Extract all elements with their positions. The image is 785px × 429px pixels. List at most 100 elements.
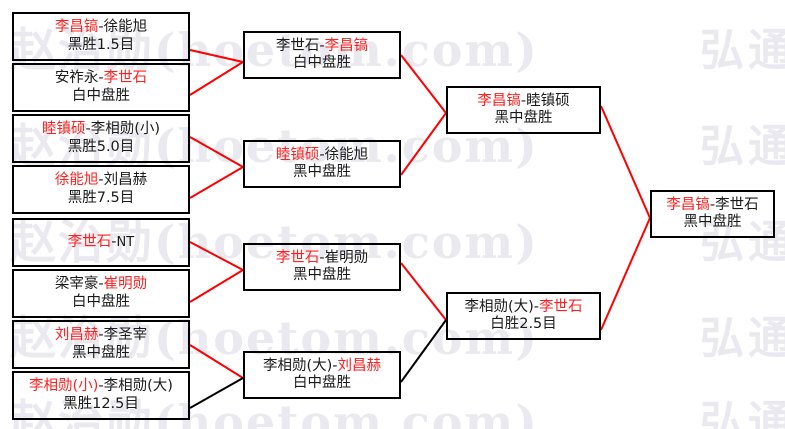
- connector-r3m2-to-r4m1: [600, 217, 651, 331]
- match-players-r1m2: 安祚永-李世石: [55, 70, 147, 87]
- match-box-r1m3[interactable]: 睦镇硕-李相勋(小)黑胜5.0目: [12, 114, 190, 163]
- player-right-r4m1: 李世石: [715, 196, 759, 213]
- player-left-r1m8: 李相勋(小): [29, 378, 99, 395]
- player-right-r1m5: NT: [116, 234, 135, 250]
- player-separator: -: [85, 121, 91, 138]
- player-right-r2m4: 刘昌赫: [337, 357, 382, 374]
- player-right-r1m3: 李相勋(小): [90, 121, 161, 138]
- match-players-r3m1: 李昌镐-睦镇硕: [477, 93, 569, 110]
- match-box-r1m7[interactable]: 刘昌赫-李圣宰黑中盘胜: [12, 320, 190, 369]
- match-box-r3m2[interactable]: 李相勋(大)-李世石白胜2.5目: [446, 292, 601, 340]
- player-right-r1m4: 刘昌赫: [103, 172, 148, 189]
- player-separator: -: [98, 378, 104, 395]
- match-players-r4m1: 李昌镐-李世石: [666, 197, 758, 214]
- player-separator: -: [319, 249, 325, 266]
- match-box-r1m8[interactable]: 李相勋(小)-李相勋(大)黑胜12.5目: [12, 371, 190, 420]
- match-box-r2m4[interactable]: 李相勋(大)-刘昌赫白中盘胜: [243, 351, 401, 399]
- player-right-r2m1: 李昌镐: [324, 37, 369, 54]
- match-players-r1m6: 梁宰豪-崔明勋: [55, 276, 147, 293]
- connector-r1m7-to-r2m4: [189, 344, 244, 379]
- match-result-r3m1: 黑中盘胜: [494, 110, 553, 126]
- player-left-r1m2: 安祚永: [54, 70, 99, 87]
- player-separator: -: [319, 146, 325, 163]
- connector-r3m1-to-r4m1: [600, 105, 651, 219]
- match-box-r2m2[interactable]: 睦镇硕-徐能旭黑中盘胜: [243, 140, 401, 188]
- match-result-r1m7: 黑中盘胜: [72, 344, 130, 361]
- player-separator: -: [98, 70, 104, 87]
- match-players-r2m2: 睦镇硕-徐能旭: [276, 147, 368, 164]
- player-left-r2m4: 李相勋(大): [262, 357, 333, 374]
- player-separator: -: [98, 172, 104, 189]
- player-right-r1m8: 李相勋(大): [103, 378, 173, 395]
- player-separator: -: [98, 327, 104, 344]
- match-box-r2m1[interactable]: 李世石-李昌镐白中盘胜: [243, 31, 401, 79]
- player-left-r3m2: 李相勋(大): [464, 298, 534, 315]
- match-players-r1m3: 睦镇硕-李相勋(小): [42, 121, 160, 138]
- match-players-r2m3: 李世石-崔明勋: [276, 250, 368, 267]
- player-right-r1m6: 崔明勋: [103, 276, 148, 293]
- match-box-r1m5[interactable]: 李世石-NT: [12, 218, 190, 267]
- connector-r1m2-to-r2m1: [189, 61, 244, 96]
- match-result-r2m2: 黑中盘胜: [293, 164, 351, 180]
- player-separator: -: [520, 92, 527, 109]
- player-right-r1m2: 李世石: [103, 70, 148, 87]
- player-separator: -: [709, 196, 716, 213]
- player-left-r1m5: 李世石: [67, 233, 112, 250]
- match-players-r1m5: 李世石-NT: [68, 234, 134, 251]
- player-left-r1m7: 刘昌赫: [54, 327, 99, 344]
- connector-r2m4-to-r3m2: [400, 319, 447, 383]
- connector-r2m1-to-r3m1: [400, 54, 447, 114]
- match-players-r3m2: 李相勋(大)-李世石: [464, 299, 582, 316]
- player-left-r2m2: 睦镇硕: [275, 146, 320, 163]
- match-result-r2m1: 白中盘胜: [293, 55, 351, 71]
- match-players-r2m1: 李世石-李昌镐: [276, 38, 368, 55]
- player-left-r1m6: 梁宰豪: [54, 276, 99, 293]
- connector-r1m5-to-r2m3: [189, 241, 244, 271]
- match-players-r2m4: 李相勋(大)-刘昌赫: [263, 358, 381, 375]
- match-box-r2m3[interactable]: 李世石-崔明勋黑中盘胜: [243, 243, 401, 291]
- player-right-r2m3: 崔明勋: [324, 249, 369, 266]
- connector-r2m2-to-r3m1: [400, 112, 447, 176]
- match-players-r1m1: 李昌镐-徐能旭: [55, 19, 147, 36]
- match-result-r3m2: 白胜2.5目: [490, 316, 557, 332]
- connector-r1m8-to-r2m4: [189, 377, 244, 409]
- match-result-r1m8: 黑胜12.5目: [63, 395, 139, 412]
- connector-r1m4-to-r2m2: [189, 166, 244, 199]
- player-left-r2m3: 李世石: [275, 249, 320, 266]
- match-result-r1m1: 黑胜1.5目: [67, 36, 135, 53]
- match-result-r1m3: 黑胜5.0目: [67, 138, 135, 155]
- connector-r1m6-to-r2m3: [189, 269, 244, 303]
- connector-r2m3-to-r3m2: [400, 262, 447, 321]
- match-result-r2m4: 白中盘胜: [293, 375, 351, 391]
- connector-r1m1-to-r2m1: [189, 49, 244, 63]
- player-separator: -: [332, 357, 338, 374]
- match-result-r4m1: 黑中盘胜: [683, 214, 742, 230]
- match-players-r1m4: 徐能旭-刘昌赫: [55, 172, 147, 189]
- match-box-r1m1[interactable]: 李昌镐-徐能旭黑胜1.5目: [12, 12, 190, 61]
- player-separator: -: [98, 19, 104, 36]
- match-box-r3m1[interactable]: 李昌镐-睦镇硕黑中盘胜: [446, 86, 601, 134]
- player-separator: -: [319, 37, 325, 54]
- player-left-r1m4: 徐能旭: [54, 172, 99, 189]
- match-result-r1m4: 黑胜7.5目: [67, 189, 135, 206]
- player-right-r1m1: 徐能旭: [103, 19, 148, 36]
- player-left-r3m1: 李昌镐: [477, 92, 521, 109]
- player-separator: -: [98, 276, 104, 293]
- player-right-r2m2: 徐能旭: [324, 146, 369, 163]
- player-left-r4m1: 李昌镐: [666, 196, 710, 213]
- player-right-r3m2: 李世石: [539, 298, 583, 315]
- match-result-r2m3: 黑中盘胜: [293, 267, 351, 283]
- player-separator: -: [111, 233, 117, 250]
- match-players-r1m7: 刘昌赫-李圣宰: [55, 327, 147, 344]
- match-players-r1m8: 李相勋(小)-李相勋(大): [29, 378, 173, 395]
- match-box-r1m2[interactable]: 安祚永-李世石白中盘胜: [12, 63, 190, 112]
- player-left-r1m1: 李昌镐: [54, 19, 99, 36]
- match-box-r1m4[interactable]: 徐能旭-刘昌赫黑胜7.5目: [12, 165, 190, 214]
- player-separator: -: [533, 298, 540, 315]
- match-box-r1m6[interactable]: 梁宰豪-崔明勋白中盘胜: [12, 269, 190, 318]
- player-left-r2m1: 李世石: [275, 37, 320, 54]
- match-box-r4m1[interactable]: 李昌镐-李世石黑中盘胜: [650, 190, 775, 238]
- player-right-r3m1: 睦镇硕: [526, 92, 570, 109]
